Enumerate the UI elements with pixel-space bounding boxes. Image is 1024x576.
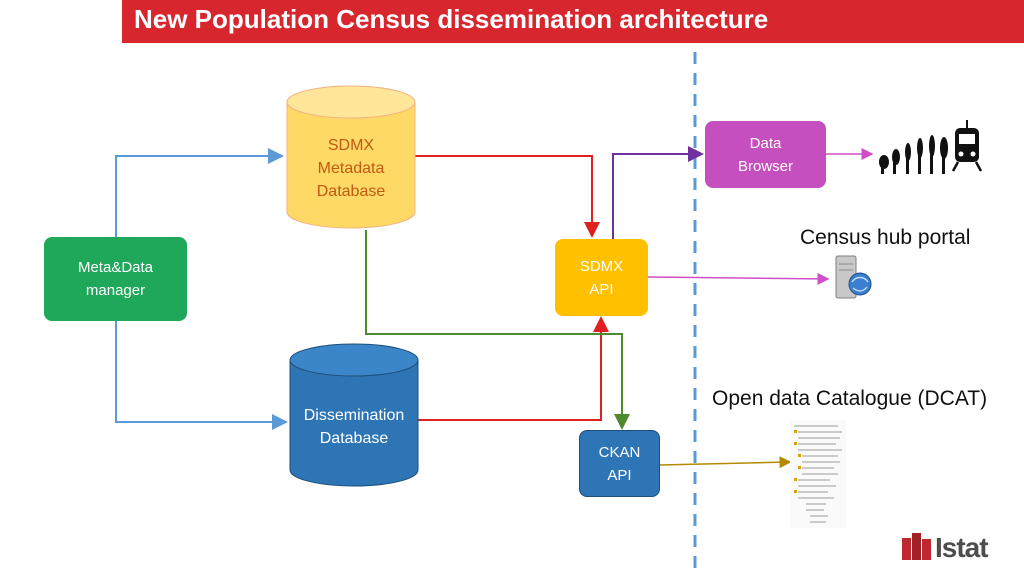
arrow-manager-to-dissemination bbox=[115, 320, 288, 430]
sdmx-metadata-cylinder bbox=[286, 85, 416, 229]
arrow-metadata-to-ckan bbox=[365, 230, 630, 430]
data-browser-box: Data Browser bbox=[705, 121, 826, 188]
open-data-catalogue-label: Open data Catalogue (DCAT) bbox=[712, 387, 988, 410]
arrow-ckan-to-open-data bbox=[659, 456, 792, 469]
dissemination-database: Dissemination Database bbox=[303, 407, 405, 447]
title-bar: New Population Census dissemination arch… bbox=[122, 0, 1024, 43]
server-globe-icon bbox=[835, 255, 872, 299]
ckan-api-box: CKAN API bbox=[579, 430, 660, 497]
istat-logo-mark bbox=[902, 533, 931, 560]
arrow-sdmx-api-to-browser bbox=[612, 146, 704, 240]
sdmx-api-box: SDMX API bbox=[555, 239, 648, 316]
arrow-metadata-to-sdmx-api bbox=[415, 155, 600, 238]
arrow-dissemination-to-sdmx-api bbox=[418, 316, 609, 421]
sdmx-api-label: SDMX API bbox=[579, 257, 624, 298]
istat-logo-text: Istat bbox=[935, 532, 989, 563]
catalogue-tree-thumbnail bbox=[790, 420, 846, 528]
sdmx-metadata-database: SDMX Metadata Database bbox=[316, 137, 386, 200]
evolution-users-icon bbox=[879, 135, 948, 174]
arrow-sdmx-api-to-census-hub bbox=[647, 272, 830, 285]
arrow-manager-to-metadata bbox=[115, 148, 284, 240]
data-browser-label: Data Browser bbox=[737, 134, 793, 175]
meta-data-manager-box: Meta&Data manager bbox=[44, 237, 187, 321]
ckan-api-label: CKAN API bbox=[598, 443, 641, 484]
meta-data-manager-label: Meta&Data manager bbox=[77, 259, 154, 299]
train-icon bbox=[951, 120, 983, 172]
page-title: New Population Census dissemination arch… bbox=[134, 4, 769, 34]
dissemination-cylinder bbox=[289, 343, 419, 487]
census-hub-portal-label: Census hub portal bbox=[800, 226, 971, 249]
